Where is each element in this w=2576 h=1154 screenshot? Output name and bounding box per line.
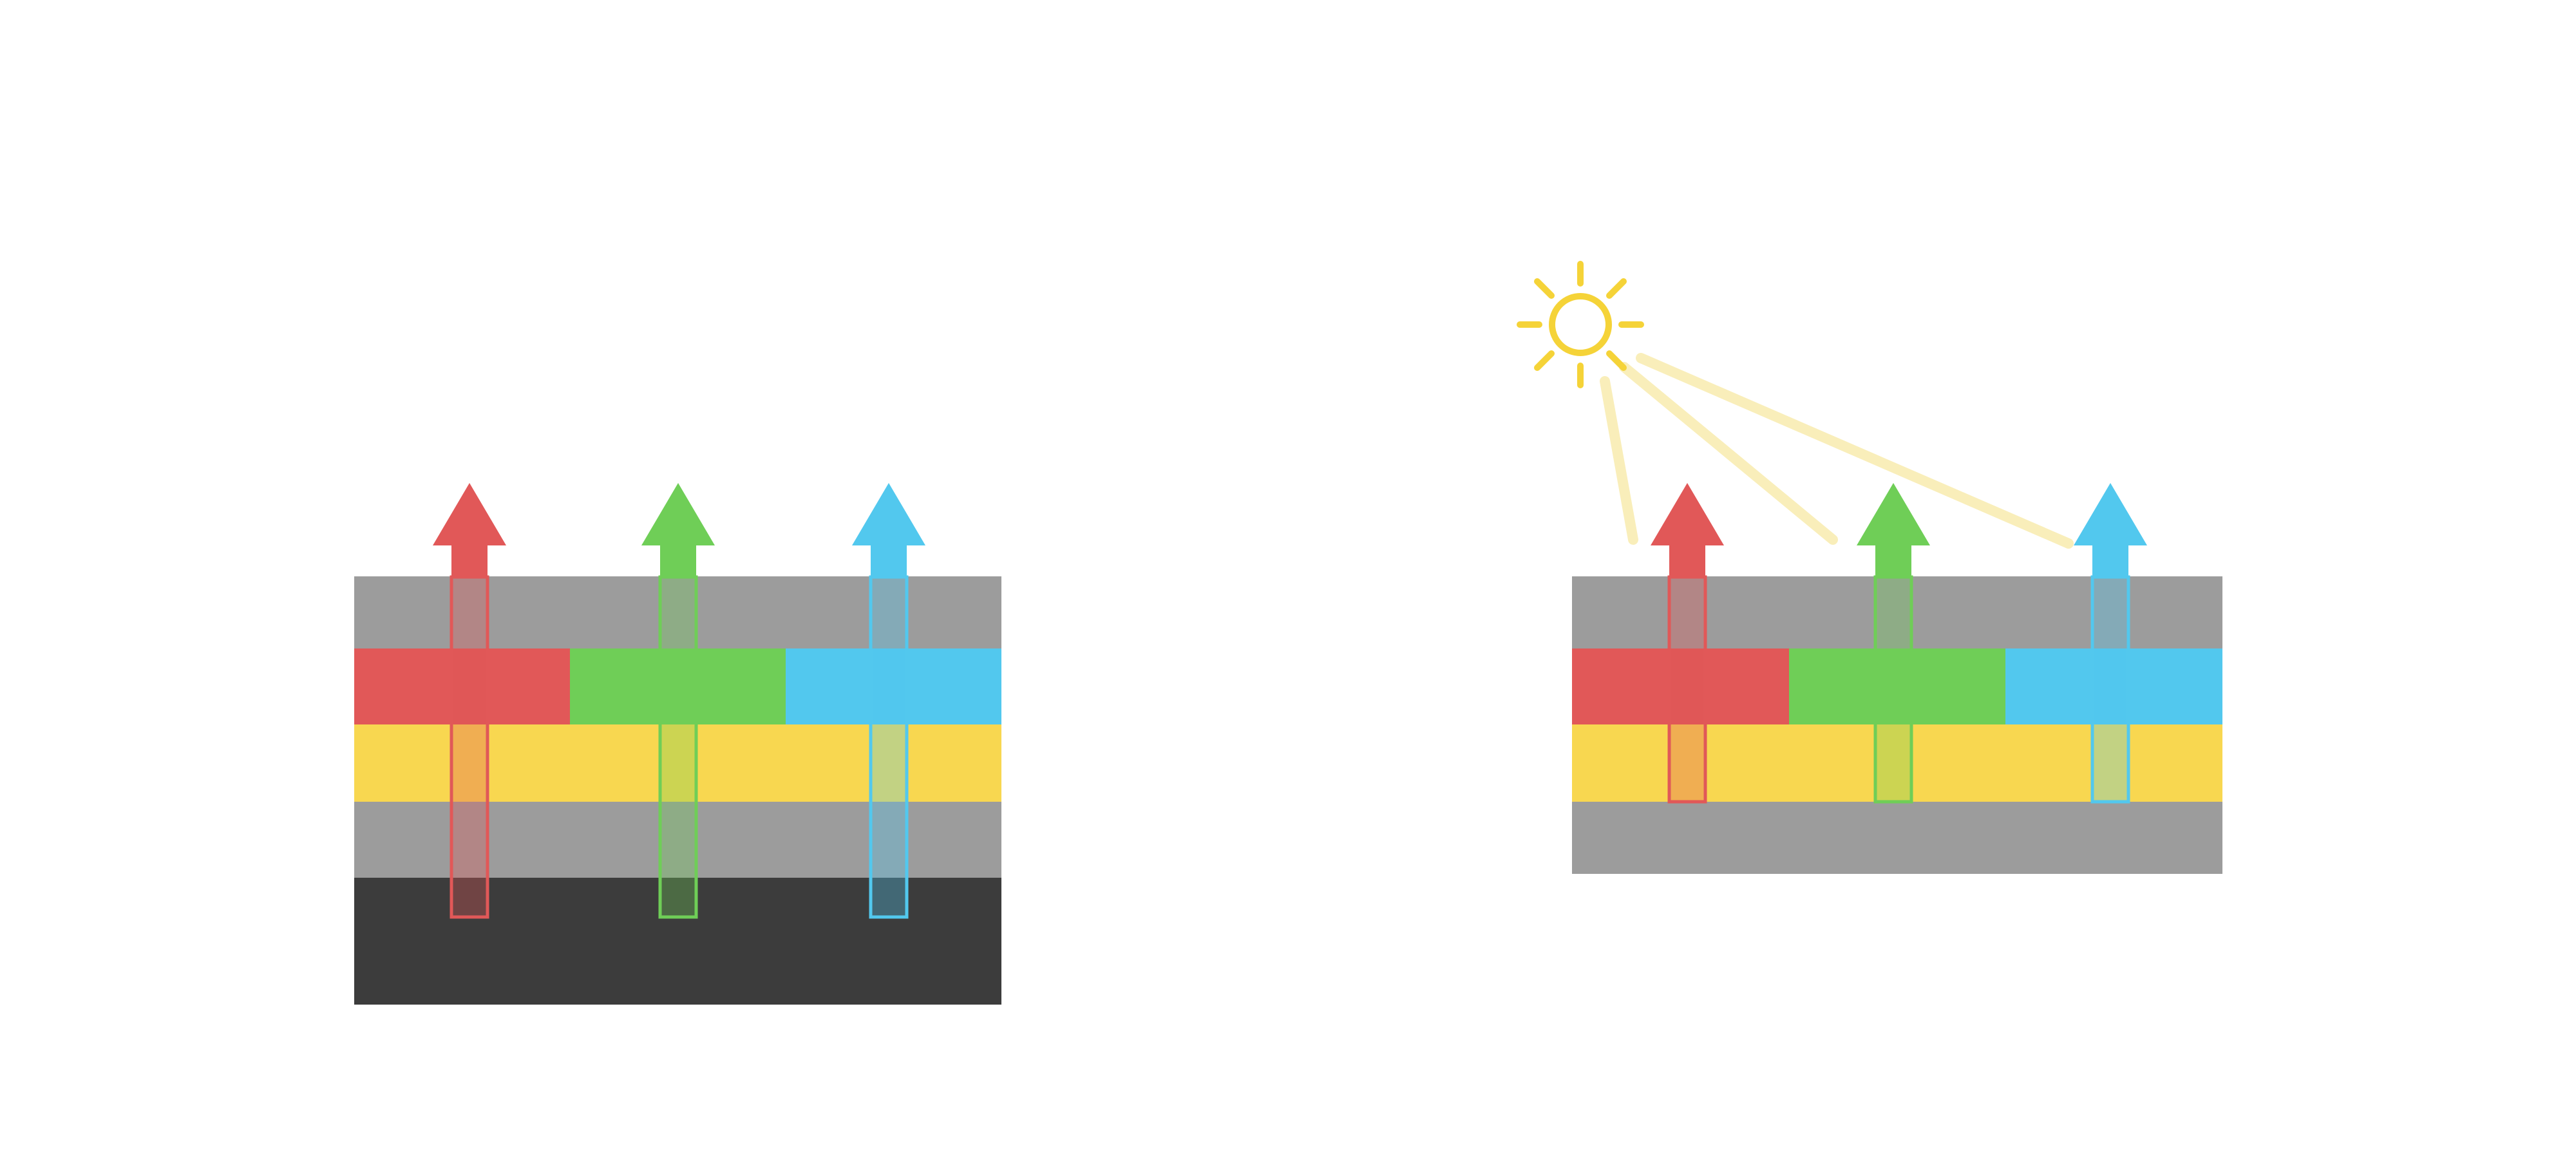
sunbeam-2: [1619, 362, 1838, 545]
right-green-arrow-neck: [1875, 542, 1911, 577]
left-red-subpixel: [354, 648, 570, 724]
sun-ray-nw: [1534, 278, 1555, 299]
left-yellow-layer: [354, 724, 1001, 802]
right-green-subpixel: [1789, 648, 2005, 724]
right-cyan-subpixel: [2005, 648, 2222, 724]
left-red-arrow-neck: [451, 542, 488, 577]
left-green-arrowhead: [641, 483, 715, 545]
right-green-arrowhead: [1857, 483, 1930, 545]
right-yellow-layer: [1572, 724, 2222, 802]
left-cyan-arrow-neck: [871, 542, 907, 577]
left-dark-backlight-layer: [354, 878, 1001, 1005]
right-red-arrow-neck: [1669, 542, 1705, 577]
left-bottom-gray-layer: [354, 802, 1001, 878]
sun-core: [1549, 293, 1612, 356]
sunbeams: [1600, 353, 2074, 549]
sunbeam-1: [1600, 376, 1638, 545]
right-cyan-arrowhead: [2074, 483, 2147, 545]
right-bottom-gray-layer: [1572, 802, 2222, 874]
left-green-subpixel: [570, 648, 786, 724]
left-green-arrow-neck: [660, 542, 696, 577]
sun-ray-ne: [1606, 278, 1627, 299]
left-cyan-subpixel: [786, 648, 1001, 724]
left-cyan-arrowhead: [852, 483, 925, 545]
sun-rays: [1517, 261, 1644, 388]
right-red-arrowhead: [1651, 483, 1724, 545]
left-top-gray-layer: [354, 576, 1001, 648]
right-red-subpixel: [1572, 648, 1789, 724]
left-red-arrowhead: [433, 483, 506, 545]
sunbeam-3: [1636, 353, 2074, 549]
sun-icon: [1517, 261, 1644, 388]
sun-ray-se: [1606, 350, 1627, 371]
sun-ray-sw: [1534, 350, 1555, 371]
right-top-gray-layer: [1572, 576, 2222, 648]
right-cyan-arrow-neck: [2092, 542, 2128, 577]
